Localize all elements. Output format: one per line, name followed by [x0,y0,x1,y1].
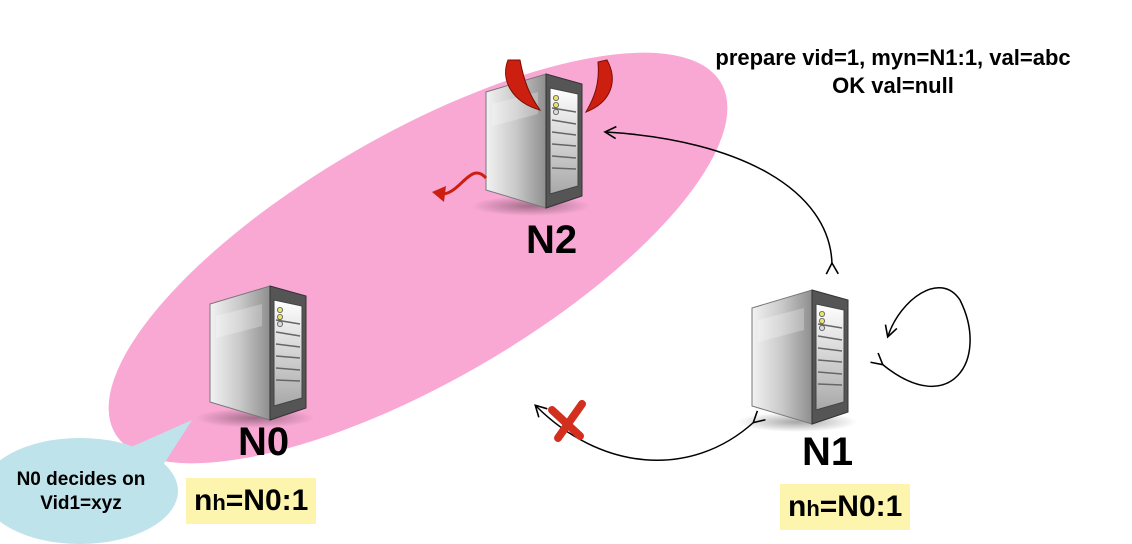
nh-sub-n0: h [212,490,226,515]
message-line-1: prepare vid=1, myn=N1:1, val=abc [715,45,1071,70]
nh-value-n1: =N0:1 [819,490,903,523]
message-line-2: OK val=null [832,73,954,98]
callout-line-2: Vid1=xyz [40,493,122,514]
nh-prefix-n0: n [194,484,213,517]
nh-prefix-n1: n [788,490,807,523]
nh-box-n0: nh=N0:1 [186,478,317,524]
link-n1-self [870,287,971,387]
node-label-n0: N0 [238,420,290,464]
nh-box-n1: nh=N0:1 [780,484,911,530]
nh-value-n0: =N0:1 [225,484,309,517]
link-n1-n2 [603,125,839,275]
callout-line-1: N0 decides on [16,469,146,490]
link-n1-n0-failed [534,404,766,461]
callout-bubble [0,420,192,544]
failed-link-cross-icon [548,400,586,442]
devil-horns-icon [505,59,613,113]
callout-text: N0 decides on Vid1=xyz [0,468,162,516]
nh-sub-n1: h [806,496,820,521]
node-label-n2: N2 [526,218,578,262]
server-n1-icon [736,289,858,433]
message-text: prepare vid=1, myn=N1:1, val=abc OK val=… [678,44,1108,100]
node-label-n1: N1 [802,430,854,474]
devil-tail-icon [432,171,488,202]
